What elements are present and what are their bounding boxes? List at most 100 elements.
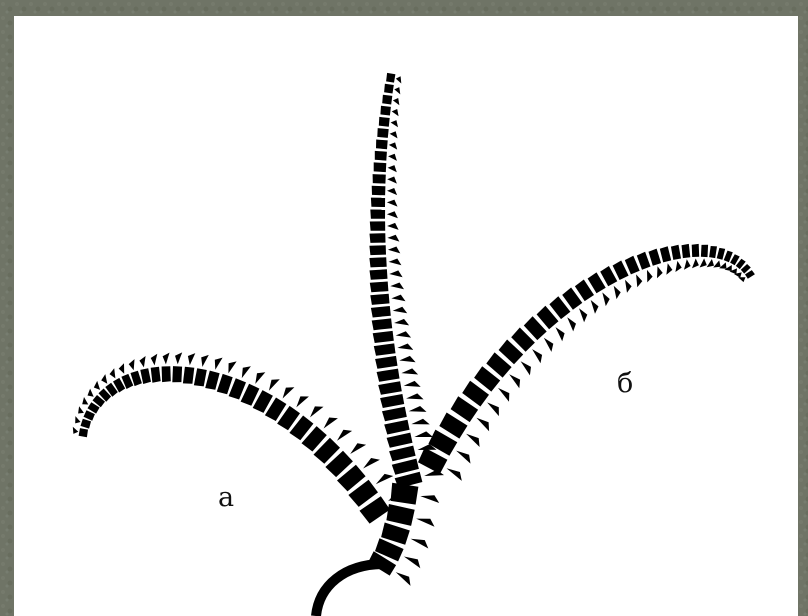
vertebral-process [396,572,411,586]
vertebral-process [119,363,125,374]
vertebra [370,269,388,280]
vertebral-process [409,406,427,412]
vertebra [84,410,95,421]
vertebral-process [394,87,400,94]
vertebral-process [269,379,280,391]
vertebral-process [215,358,223,370]
vertebral-process [509,374,520,388]
vertebra [370,210,385,219]
vertebral-process [283,387,295,398]
vertebra [370,282,389,293]
vertebra [372,318,393,330]
vertebra [378,381,402,395]
vertebra [389,446,416,462]
vertebral-process [390,283,404,290]
vertebral-process [391,295,405,302]
vertebral-process [110,368,116,378]
vertebra [217,374,233,394]
vertebral-process [399,356,415,362]
vertebra [692,244,700,257]
vertebral-process [420,495,439,503]
vertebral-process [201,355,209,367]
vertebral-columns [73,73,755,616]
vertebral-process [129,359,135,370]
label-b: б [617,370,633,397]
vertebra [671,245,681,260]
vertebra [380,394,404,408]
spine-right-b [418,244,755,481]
vertebral-process [73,427,79,434]
vertebra [183,367,194,384]
vertebra [373,331,394,343]
vertebral-process [579,308,587,322]
vertebral-process [387,200,398,207]
vertebral-process [350,443,366,454]
vertebra [370,233,386,243]
vertebral-process [707,259,714,267]
vertebra [375,151,387,161]
vertebral-process [389,270,402,277]
vertebra [79,428,88,437]
vertebra [371,306,391,318]
vertebra [140,368,151,384]
vertebra [379,117,390,127]
vertebral-process [387,211,398,218]
vertebral-process [394,319,409,326]
vertebral-process [392,109,399,116]
vertebral-process [75,416,80,423]
vertebral-process [692,259,699,269]
vertebra [369,245,386,255]
vertebra [701,245,708,257]
vertebra [387,433,413,448]
vertebra [625,256,640,275]
vertebral-process [88,389,94,397]
vertebra [377,128,388,138]
vertebra [373,174,386,184]
vertebral-process [666,263,672,275]
vertebra [391,483,419,505]
vertebra [386,504,414,526]
vertebral-process [151,354,158,366]
vertebra [81,419,92,429]
vertebral-process [387,235,399,242]
vertebra [151,367,161,383]
vertebra [371,198,385,207]
vertebra [392,459,419,475]
vertebral-process [411,419,429,425]
vertebra [374,162,387,172]
vertebral-process [414,431,433,437]
vertebral-process [396,331,411,337]
vertebra [660,246,671,262]
vertebral-process [532,349,542,363]
vertebral-process [82,397,88,405]
vertebral-process [476,418,489,432]
vertebra [162,366,171,382]
vertebral-process [591,300,599,314]
vertebra [376,140,388,150]
vertebral-process [101,374,107,384]
vertebra [382,95,392,105]
vertebral-process [228,361,236,373]
vertebral-process [406,393,424,399]
vertebral-process [411,539,429,549]
vertebral-process [175,352,182,364]
vertebral-process [389,142,397,149]
vertebral-process [397,344,413,350]
vertebral-process [389,259,402,266]
vertebral-process [713,260,720,267]
vertebral-process [567,317,576,331]
vertebral-process [544,338,554,352]
vertebral-process [387,188,397,195]
vertebral-process [387,177,397,184]
vertebra [374,343,396,355]
vertebra [649,249,662,266]
vertebra [382,407,407,421]
vertebra [384,420,409,435]
vertebral-process [255,372,265,384]
vertebra [375,356,397,369]
vertebral-process [363,458,380,469]
coccyx-curve [316,564,384,616]
vertebra [370,221,385,230]
vertebral-process [139,356,145,367]
vertebral-process [657,266,663,278]
